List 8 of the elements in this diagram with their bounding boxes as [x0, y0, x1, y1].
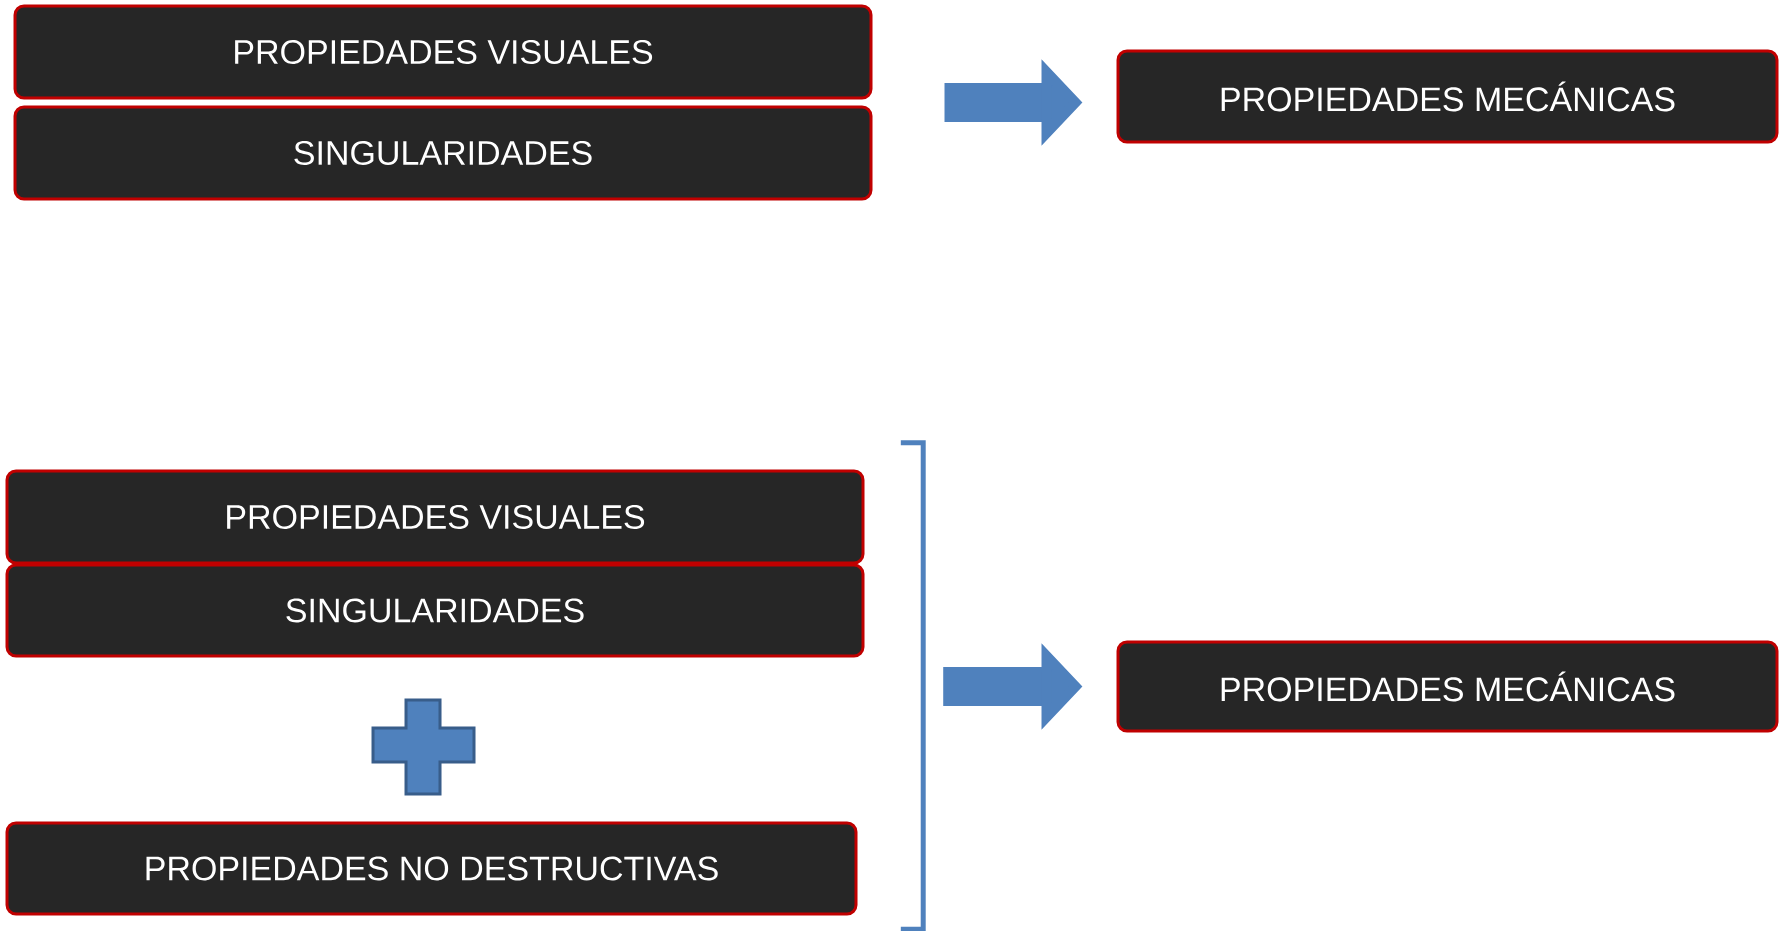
label-box: SINGULARIDADES [5, 563, 865, 658]
label-box: PROPIEDADES VISUALES [5, 469, 865, 565]
label-box: PROPIEDADES MECÁNICAS [1116, 640, 1779, 733]
label-box: PROPIEDADES MECÁNICAS [1116, 49, 1779, 144]
label-box: PROPIEDADES VISUALES [13, 4, 873, 100]
bracket [900, 440, 926, 931]
label-box: SINGULARIDADES [13, 105, 873, 201]
label-box: PROPIEDADES NO DESTRUCTIVAS [5, 821, 858, 916]
